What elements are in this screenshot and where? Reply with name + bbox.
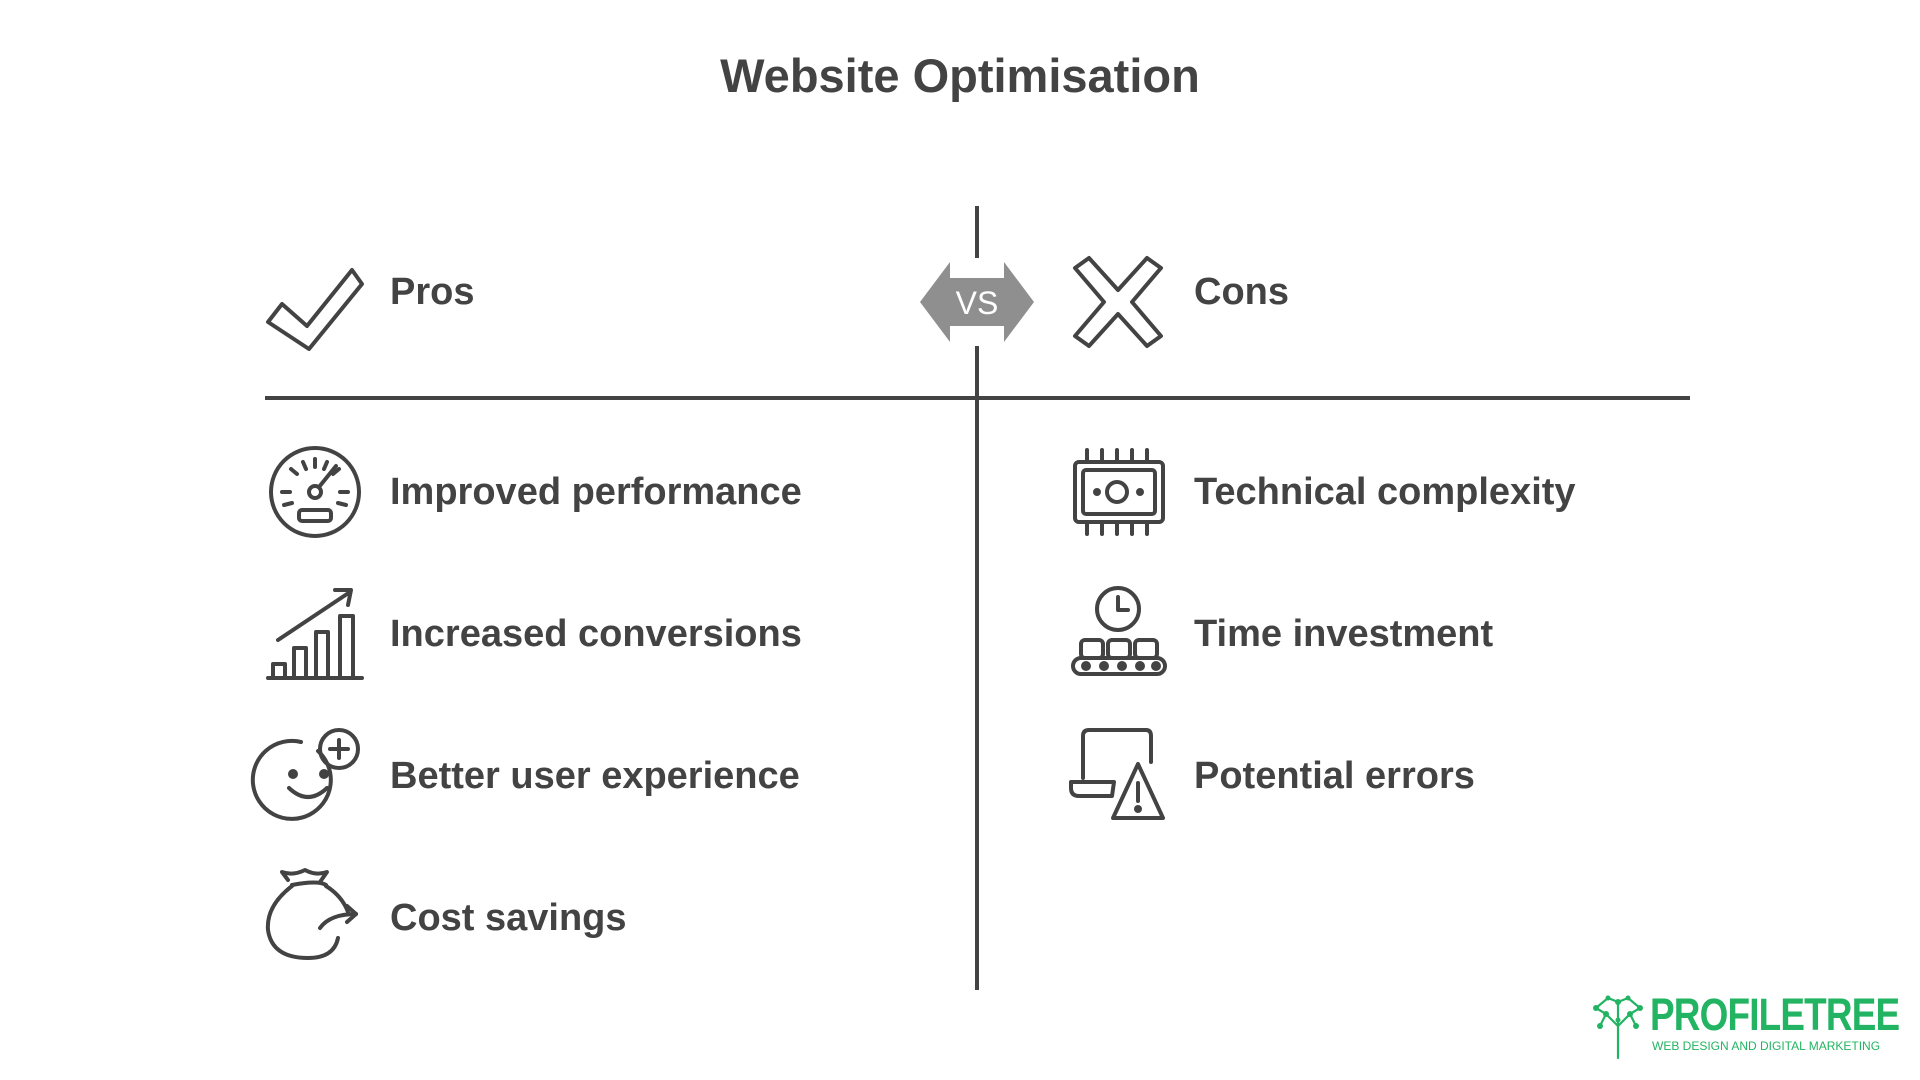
smiley-plus-icon [250, 728, 360, 821]
pros-item-better-user-experience: Better user experience [390, 755, 800, 797]
pros-item-improved-performance: Improved performance [390, 471, 802, 513]
cons-item-technical-complexity: Technical complexity [1194, 471, 1576, 513]
pros-item-increased-conversions: Increased conversions [390, 613, 802, 655]
brand-logo: PROFILETREE WEB DESIGN AND DIGITAL MARKE… [1588, 989, 1900, 1062]
pros-heading: Pros [390, 271, 475, 313]
cons-heading: Cons [1194, 271, 1289, 313]
page-title: Website Optimisation [720, 49, 1200, 102]
brand-name: PROFILETREE [1650, 989, 1900, 1040]
cons-item-potential-errors: Potential errors [1194, 755, 1475, 797]
growth-chart-icon [266, 588, 364, 680]
pros-item-cost-savings: Cost savings [390, 897, 627, 939]
speedometer-icon [269, 446, 361, 538]
vs-label: VS [956, 285, 999, 321]
laptop-warning-icon [1069, 728, 1165, 820]
cons-item-time-investment: Time investment [1194, 613, 1494, 655]
check-icon [266, 268, 364, 351]
brand-tagline: WEB DESIGN AND DIGITAL MARKETING [1652, 1039, 1881, 1053]
money-bag-icon [265, 868, 358, 960]
chip-icon [1073, 448, 1165, 536]
clock-conveyor-icon [1071, 586, 1167, 676]
tree-icon [1593, 995, 1643, 1060]
vs-badge: VS [920, 262, 1034, 342]
cross-icon [1073, 256, 1163, 348]
